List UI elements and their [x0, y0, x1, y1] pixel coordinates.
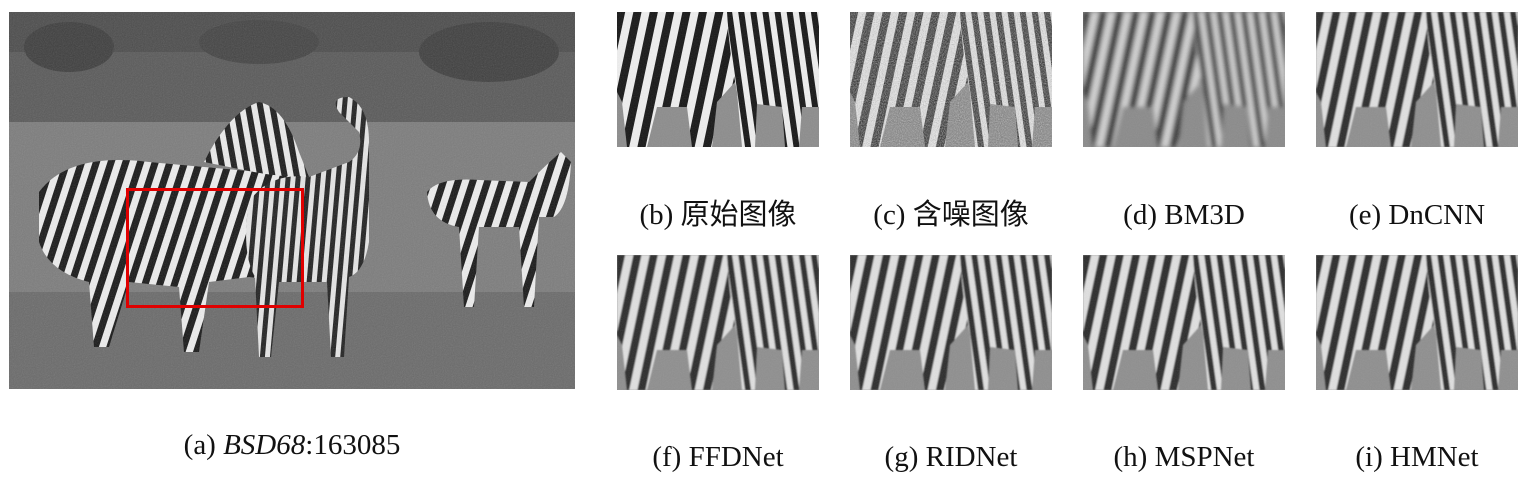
- crop-caption-h: (h) MSPNet: [1113, 441, 1255, 473]
- crop-caption-d: (d) BM3D: [1123, 199, 1245, 231]
- main-zebra-image: [9, 12, 575, 389]
- crop-panel-i: [1316, 255, 1518, 390]
- caption-dataset: BSD68: [223, 429, 306, 461]
- crop-panel-d: [1083, 12, 1285, 147]
- crop-caption-c: (c) 含噪图像: [873, 199, 1029, 231]
- crop-panel-e: [1316, 12, 1518, 147]
- region-of-interest-box: [126, 188, 304, 308]
- crop-panel-c: [850, 12, 1052, 147]
- crop-caption-e: (e) DnCNN: [1348, 199, 1486, 231]
- crop-panel-f: [617, 255, 819, 390]
- crop-caption-g: (g) RIDNet: [884, 441, 1018, 473]
- crop-caption-f: (f) FFDNet: [652, 441, 784, 473]
- crop-panel-b: [617, 12, 819, 147]
- crop-caption-b: (b) 原始图像: [639, 199, 797, 231]
- crop-caption-i: (i) HMNet: [1355, 441, 1479, 473]
- crop-panel-h: [1083, 255, 1285, 390]
- crop-panel-g: [850, 255, 1052, 390]
- caption-suffix: :163085: [305, 429, 401, 461]
- caption-prefix: (a): [183, 429, 224, 461]
- main-figure-caption: (a) BSD68:163085: [9, 428, 575, 462]
